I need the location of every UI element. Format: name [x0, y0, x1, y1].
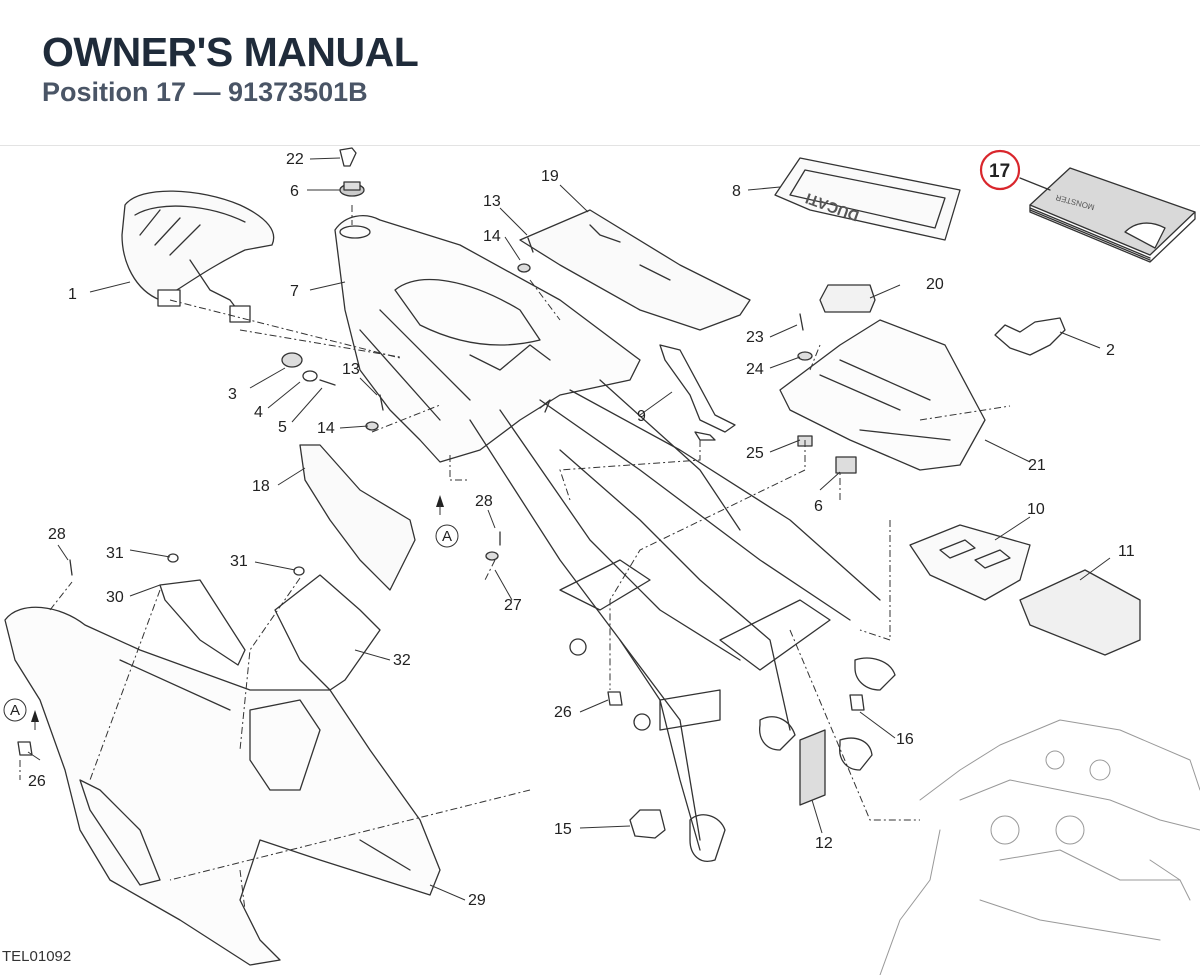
- case-10-drawing: [909, 524, 1031, 601]
- part-label-9: 9: [637, 408, 646, 425]
- part-label-14: 14: [483, 228, 501, 245]
- part-label-13b: 13: [342, 361, 360, 378]
- part-label-6b: 6: [814, 498, 823, 515]
- part-label-31b: 31: [230, 553, 248, 570]
- assembly-lines: [19, 205, 1011, 911]
- part-label-25: 25: [746, 445, 764, 462]
- bolt-15-drawing: [629, 809, 666, 839]
- side-plate-18-drawing: [299, 444, 416, 591]
- part-label-23: 23: [746, 329, 764, 346]
- part-labels: 1 2 3 4 5 6 6 7 8 9 10 11 12 13 13 14 14…: [10, 151, 1135, 909]
- part-label-30: 30: [106, 589, 124, 606]
- part-label-28: 28: [475, 493, 493, 510]
- part-label-18: 18: [252, 478, 270, 495]
- leader-lines: [27, 157, 1111, 901]
- engine-outline-drawing: [879, 719, 1200, 975]
- highlight-circle: [979, 149, 1021, 191]
- plate-32-drawing: [274, 574, 381, 691]
- bracket-21-drawing: [779, 319, 986, 471]
- part-label-21: 21: [1028, 457, 1046, 474]
- page-subtitle: Position 17 — 91373501B: [42, 77, 368, 107]
- part-label-22: 22: [286, 151, 304, 168]
- fairing-29-drawing: [4, 606, 441, 966]
- seat-cover-drawing: [774, 157, 961, 241]
- subframe-drawing: [334, 215, 896, 862]
- view-a-label-1: A: [442, 528, 452, 545]
- drawing-reference-code: TEL01092: [2, 948, 72, 965]
- page-title: OWNER'S MANUAL: [42, 29, 419, 75]
- view-a-marker-1: [435, 524, 459, 548]
- part-label-28b: 28: [48, 526, 66, 543]
- part-label-31: 31: [106, 545, 124, 562]
- part-label-2: 2: [1106, 342, 1115, 359]
- page-header: OWNER'S MANUAL Position 17 — 91373501B: [0, 0, 1200, 146]
- part-label-1: 1: [68, 286, 77, 303]
- case-11-drawing: [1019, 569, 1141, 656]
- part-label-29: 29: [468, 892, 486, 909]
- guard-plate-drawing: [519, 209, 751, 331]
- bracket-2-drawing: [994, 317, 1066, 356]
- part-label-14b: 14: [317, 420, 335, 437]
- part-label-11: 11: [1118, 543, 1135, 560]
- part-label-10: 10: [1027, 501, 1045, 518]
- part-label-5: 5: [278, 419, 287, 436]
- part-label-6: 6: [290, 183, 299, 200]
- view-a-label-2: A: [10, 702, 20, 719]
- part-label-4: 4: [254, 404, 263, 421]
- part-label-19: 19: [541, 168, 559, 185]
- part-label-16: 16: [896, 731, 914, 748]
- tail-light-drawing: [121, 190, 275, 323]
- owners-manual-booklet-drawing: [1029, 167, 1196, 263]
- view-arrows: [31, 495, 444, 722]
- part-label-7: 7: [290, 283, 299, 300]
- part-label-26: 26: [554, 704, 572, 721]
- part-label-20: 20: [926, 276, 944, 293]
- exploded-parts-diagram: DUCATI MONSTER 1 2 3 4 5 6 6 7 8 9 10 11…: [0, 145, 1200, 975]
- part-label-15: 15: [554, 821, 572, 838]
- part-label-13: 13: [483, 193, 501, 210]
- part-label-12: 12: [815, 835, 833, 852]
- highlighted-part-label-17: 17: [989, 161, 1010, 182]
- plate-30-drawing: [159, 579, 246, 666]
- strap-9-drawing: [659, 344, 736, 433]
- part-label-26b: 26: [28, 773, 46, 790]
- part-label-3: 3: [228, 386, 237, 403]
- diagram-canvas: DUCATI MONSTER 1 2 3 4 5 6 6 7 8 9 10 11…: [3, 147, 1200, 975]
- part-label-24: 24: [746, 361, 764, 378]
- part-label-32: 32: [393, 652, 411, 669]
- part-label-8: 8: [732, 183, 741, 200]
- view-a-marker-2: [3, 698, 27, 722]
- part-label-27: 27: [504, 597, 522, 614]
